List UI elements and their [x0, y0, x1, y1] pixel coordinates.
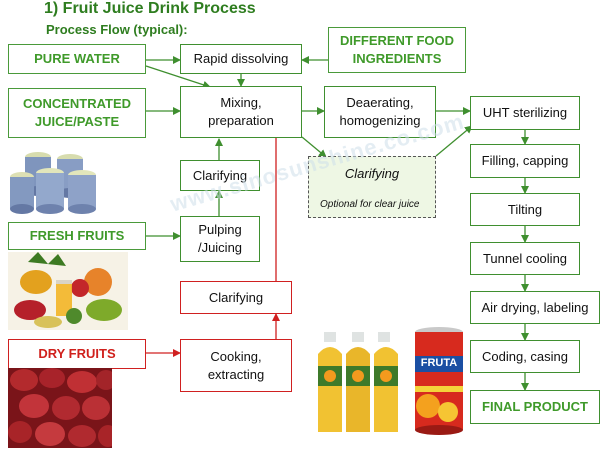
dry-fruits-photo: [8, 368, 112, 448]
line-tunnel-cooling: Tunnel cooling: [470, 242, 580, 275]
line-air-drying-labeling: Air drying, labeling: [470, 291, 600, 324]
step-pulping-juicing: Pulping /Juicing: [180, 216, 260, 262]
juice-cans-photo: [8, 145, 106, 215]
fresh-fruits-photo: [8, 252, 128, 330]
page-title: 1) Fruit Juice Drink Process: [44, 0, 256, 17]
line-coding-casing: Coding, casing: [470, 340, 580, 373]
juice-bottles-photo: [314, 332, 406, 436]
arrow-mixing-to-optional: [301, 136, 327, 158]
source-fresh-fruits: FRESH FRUITS: [8, 222, 146, 250]
arrow-water-to-mixing: [145, 65, 211, 89]
source-pure-water: PURE WATER: [8, 44, 146, 74]
source-different-food-ingredients: DIFFERENT FOOD INGREDIENTS: [328, 27, 466, 73]
line-uht-sterilizing: UHT sterilizing: [470, 96, 580, 130]
line-filling-capping: Filling, capping: [470, 144, 580, 178]
step-mixing-preparation: Mixing, preparation: [180, 86, 302, 138]
optional-note: Optional for clear juice: [320, 199, 420, 210]
step-clarifying-red: Clarifying: [180, 281, 292, 314]
step-cooking-extracting: Cooking, extracting: [180, 339, 292, 392]
source-concentrated-juice: CONCENTRATED JUICE/PASTE: [8, 88, 146, 138]
step-clarifying-green: Clarifying: [180, 160, 260, 191]
step-rapid-dissolving: Rapid dissolving: [180, 44, 302, 74]
arrow-optional-to-uht: [435, 125, 473, 157]
step-deaerating-homogenizing: Deaerating, homogenizing: [324, 86, 436, 138]
line-final-product: FINAL PRODUCT: [470, 390, 600, 424]
source-dry-fruits: DRY FRUITS: [8, 339, 146, 369]
fruta-can-logo: FRUTA: [420, 357, 458, 369]
step-clarifying-optional: Clarifying: [308, 156, 436, 218]
line-tilting: Tilting: [470, 193, 580, 226]
process-flow-subtitle: Process Flow (typical):: [46, 22, 188, 37]
fruta-can-photo: FRUTA: [412, 326, 466, 438]
